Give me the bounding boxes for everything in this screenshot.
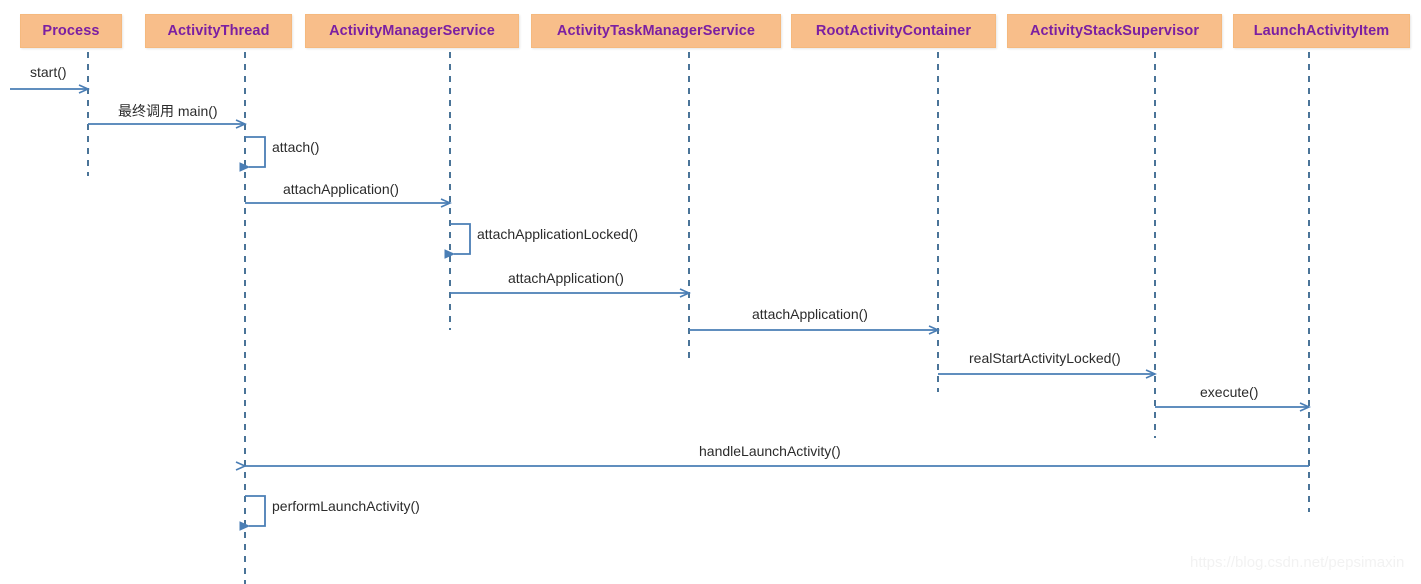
message-arrow-m3 [239,136,266,172]
participant-box-process[interactable]: Process [20,14,122,48]
participant-box-lai[interactable]: LaunchActivityItem [1233,14,1410,48]
participant-label-ams: ActivityManagerService [329,23,495,39]
message-label-m11: performLaunchActivity() [272,498,420,514]
participant-label-rac: RootActivityContainer [815,23,972,39]
participant-box-rac[interactable]: RootActivityContainer [791,14,996,48]
message-label-m10: handleLaunchActivity() [699,443,841,459]
message-label-m5: attachApplicationLocked() [477,226,639,242]
participant-box-atms[interactable]: ActivityTaskManagerService [531,14,781,48]
watermark-text: https://blog.csdn.net/pepsimaxin [1190,554,1405,571]
message-label-m9: execute() [1200,384,1259,400]
participant-box-ass[interactable]: ActivityStackSupervisor [1007,14,1222,48]
participant-label-atms: ActivityTaskManagerService [556,23,756,39]
participant-box-ams[interactable]: ActivityManagerService [305,14,519,48]
message-label-m2: 最终调用 main() [118,103,218,119]
participant-label-lai: LaunchActivityItem [1253,23,1390,39]
message-arrow-m11 [239,495,266,531]
message-label-m4: attachApplication() [283,181,399,197]
message-label-m6: attachApplication() [508,270,624,286]
participant-label-ass: ActivityStackSupervisor [1029,23,1200,39]
messages-group [10,84,1311,531]
message-label-m8: realStartActivityLocked() [969,350,1121,366]
participant-label-athread: ActivityThread [167,23,270,39]
participant-box-athread[interactable]: ActivityThread [145,14,292,48]
lifelines-group [87,52,1310,584]
message-label-m1: start() [30,64,67,80]
message-arrow-m5 [444,223,471,259]
message-label-m3: attach() [272,139,320,155]
participant-label-process: Process [42,23,100,39]
message-label-m7: attachApplication() [752,306,868,322]
